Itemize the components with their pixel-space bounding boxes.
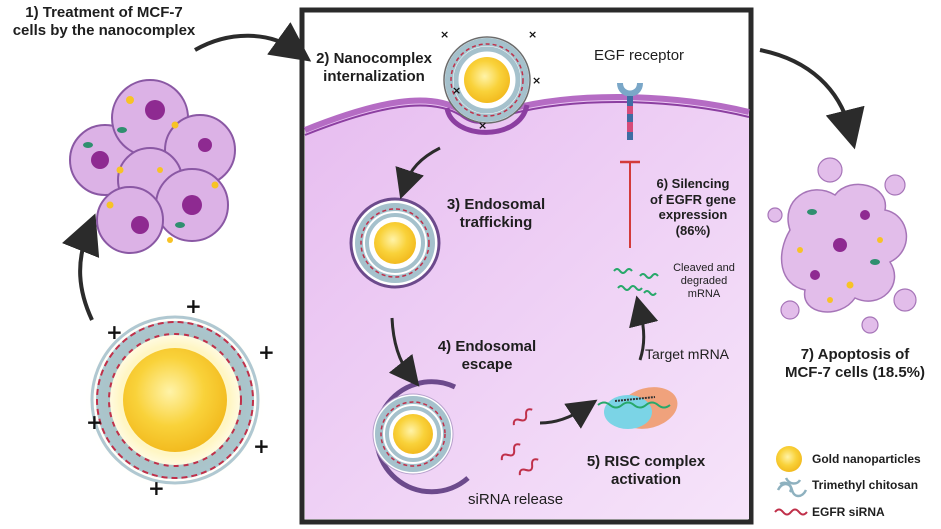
positive-charge-icon: + (106, 320, 123, 344)
sirna-strand (512, 408, 533, 426)
chitosan-icon (776, 477, 808, 498)
arrow-risc-to-cleavage (629, 295, 659, 361)
egf-receptor-icon (617, 82, 643, 140)
mrna-fragment (639, 273, 659, 279)
arrow-nanocomplex-to-cells (62, 213, 100, 321)
positive-charge-icon: + (148, 476, 165, 500)
risc-complex-icon (597, 387, 678, 429)
legend-label-gold: Gold nanoparticles (812, 452, 921, 466)
released-sirna (500, 408, 539, 476)
membrane-invagination (444, 104, 530, 135)
charge-mark: × (532, 74, 541, 87)
step4-label: 4) Endosomal escape (437, 338, 537, 373)
apoptotic-cells (767, 157, 917, 334)
positive-charge-icon: + (185, 294, 202, 318)
legend-label-chitosan: Trimethyl chitosan (812, 478, 919, 492)
egf-receptor-label: EGF receptor (594, 47, 685, 64)
sirna-release-label: siRNA release (468, 491, 564, 508)
step6-label: 6) Silencing of EGFR gene expression (86… (650, 176, 736, 238)
escaping-endosome (372, 379, 470, 495)
step5-label: 5) RISC complex activation (586, 453, 706, 488)
trafficking-endosome (349, 197, 441, 289)
cleaved-mrna-fragments (613, 268, 659, 296)
arrow-step1-to-step2 (194, 22, 312, 62)
arrow-step3-to-step4 (388, 317, 420, 387)
sirna-strand (518, 458, 539, 476)
sirna-strand (500, 443, 521, 461)
step2-label: 2) Nanocomplex internalization (316, 50, 432, 85)
legend-icons (774, 446, 808, 516)
mrna-fragment (643, 290, 657, 296)
positive-charge-icon: + (258, 340, 275, 364)
legend-label-sirna: EGFR siRNA (812, 505, 885, 519)
target-mrna-label: Target mRNA (645, 346, 730, 362)
step3-label: 3) Endosomal trafficking (446, 196, 546, 231)
arrow-step2-to-step3 (395, 146, 441, 200)
gold-nanoparticle-icon (776, 446, 802, 472)
internalizing-nanocomplex (443, 36, 531, 124)
step7-label: 7) Apoptosis of MCF-7 cells (18.5%) (784, 346, 926, 381)
charge-mark: × (478, 119, 487, 132)
positive-charge-icon: + (86, 410, 103, 434)
mcf7-cell-cluster (69, 79, 236, 254)
step1-label: 1) Treatment of MCF-7 cells by the nanoc… (12, 4, 196, 39)
cleaved-mrna-label: Cleaved and degraded mRNA (673, 262, 735, 301)
charge-mark: × (452, 84, 461, 97)
charge-mark: × (440, 28, 449, 41)
sirna-icon (774, 508, 808, 516)
charge-mark: × (528, 28, 537, 41)
positive-charge-icon: + (253, 434, 270, 458)
large-nanocomplex (83, 308, 267, 492)
mrna-fragment (613, 268, 633, 274)
nanocomplex-small-charges: × × × × × (440, 28, 541, 132)
arrow-step2-to-step7 (759, 48, 865, 150)
arrow-sirna-to-risc (539, 399, 598, 429)
mrna-fragment (617, 285, 643, 291)
